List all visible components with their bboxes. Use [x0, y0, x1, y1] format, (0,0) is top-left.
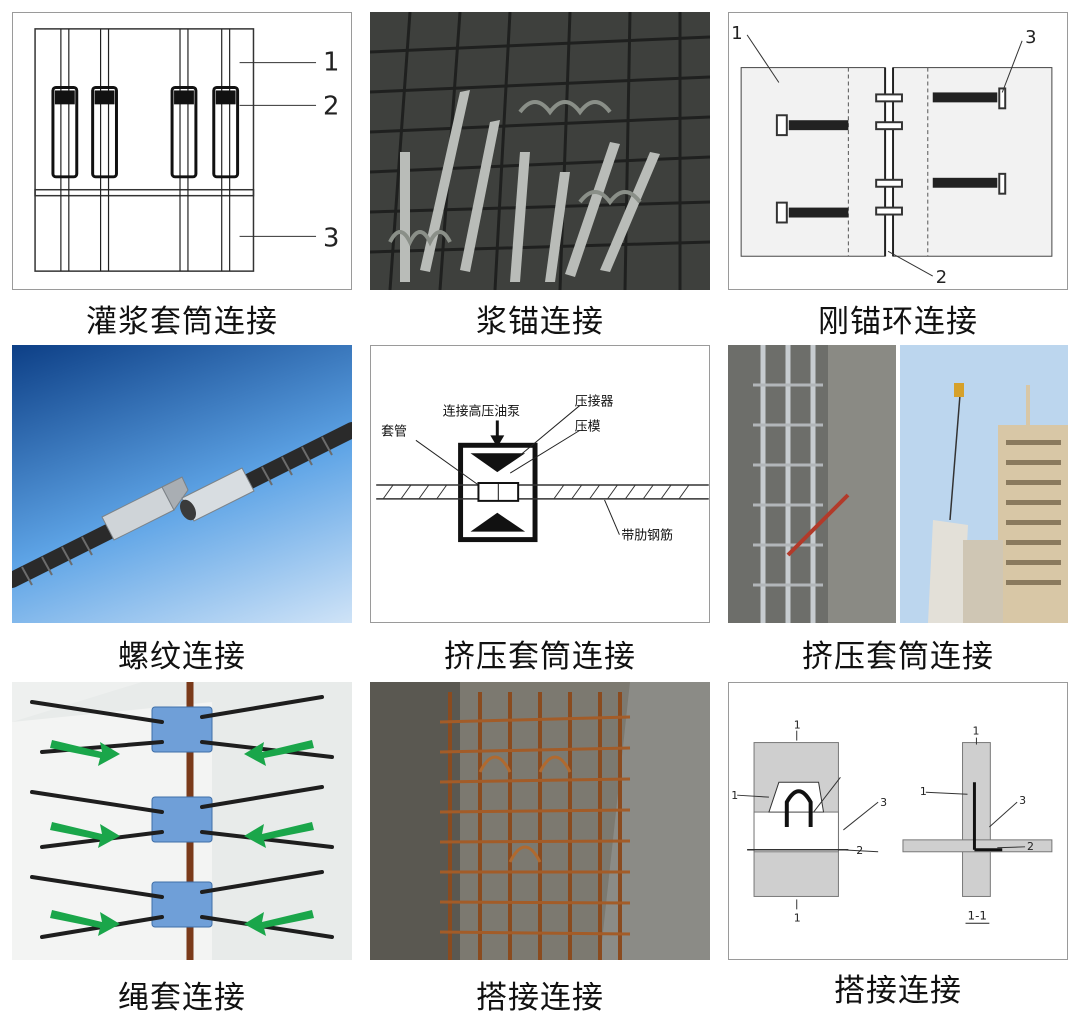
label-3-right: 3: [1019, 794, 1026, 807]
label-2-right: 2: [1027, 840, 1034, 853]
label-3: 3: [1025, 27, 1036, 48]
caption-extrusion-photo: 挤压套筒连接: [802, 639, 994, 675]
section-label: 1-1: [967, 908, 986, 922]
caption-lap-drawing: 搭接连接: [834, 973, 962, 1009]
extrusion-sleeve-drawing: 连接高压油泵 压接器 套管 压模 带肋钢筋: [370, 345, 710, 623]
label-1-section-left: 1: [920, 785, 927, 798]
extrusion-sleeve-photo: [728, 345, 1068, 623]
grout-anchor-photo: [370, 12, 710, 290]
label-3: 3: [323, 223, 339, 253]
label-1: 1: [731, 23, 742, 44]
label-ribbed-rebar: 带肋钢筋: [621, 528, 673, 544]
label-die: 压模: [575, 419, 601, 434]
label-1: 1: [323, 48, 339, 78]
lap-splice-photo: [370, 682, 710, 960]
label-2-left: 2: [856, 844, 863, 857]
caption-rigid-anchor: 刚锚环连接: [818, 304, 978, 340]
label-sleeve: 套管: [381, 423, 407, 439]
label-2: 2: [936, 267, 947, 288]
caption-loop: 绳套连接: [118, 980, 246, 1016]
threaded-coupler-photo: [12, 345, 352, 623]
lap-splice-drawing: 1 1 1 2 3 1 1 2 3 1-1: [728, 682, 1068, 960]
label-crimper: 压接器: [575, 394, 614, 410]
caption-grout-anchor: 浆锚连接: [476, 304, 604, 340]
grout-sleeve-drawing: 1 2 3: [12, 12, 352, 290]
loop-connection-illustration: [12, 682, 352, 960]
caption-threaded: 螺纹连接: [118, 639, 246, 675]
label-2: 2: [323, 91, 339, 121]
caption-grout-sleeve: 灌浆套筒连接: [86, 304, 278, 340]
label-1-left: 1: [731, 789, 738, 802]
label-1-bottom: 1: [794, 911, 801, 924]
label-3-left: 3: [880, 796, 887, 809]
rigid-anchor-drawing: 1 3 2: [728, 12, 1068, 290]
label-1-top: 1: [794, 719, 801, 732]
label-pump: 连接高压油泵: [443, 403, 520, 419]
label-1-section-top: 1: [972, 725, 979, 738]
caption-lap-photo: 搭接连接: [476, 980, 604, 1016]
caption-extrusion-drawing: 挤压套筒连接: [444, 639, 636, 675]
